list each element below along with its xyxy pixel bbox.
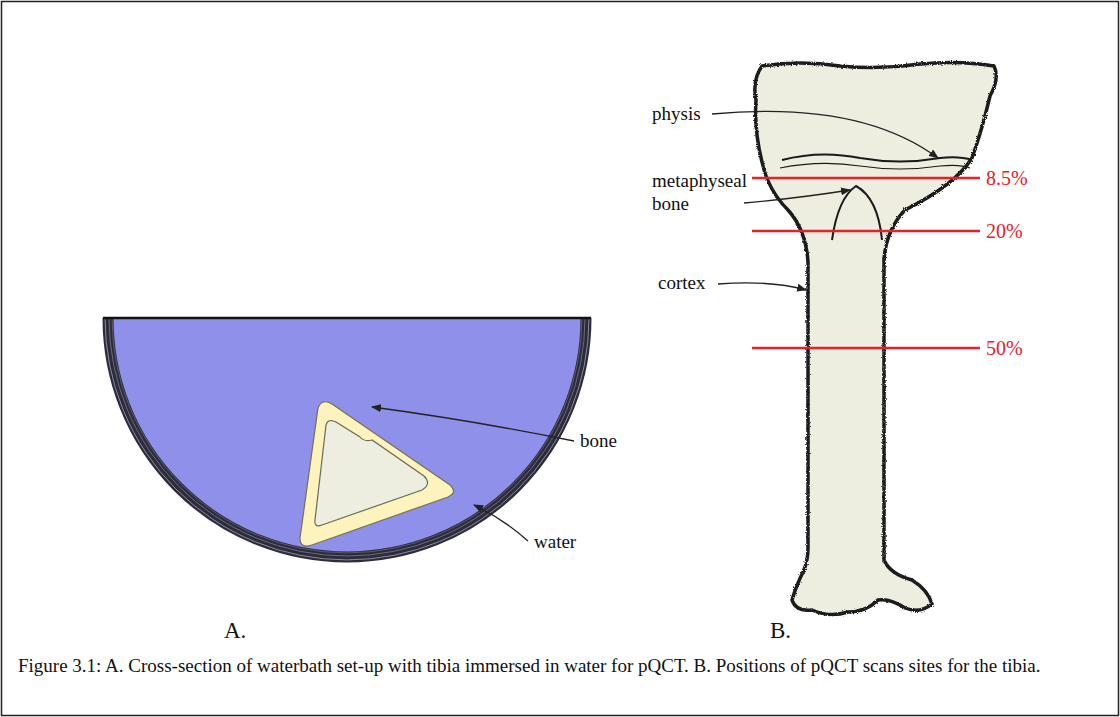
scan-percent: 50% — [986, 336, 1023, 360]
panel-letter: A. — [224, 617, 246, 645]
bone-cross-section — [300, 402, 454, 546]
part-label: water — [534, 531, 576, 554]
part-label: physis — [652, 103, 701, 126]
part-label: metaphyseal bone — [652, 170, 747, 216]
leader-line — [744, 190, 850, 203]
tibia — [755, 62, 996, 614]
leader-line — [474, 505, 528, 541]
figure-caption: Figure 3.1: A. Cross-section of waterbat… — [18, 654, 1103, 679]
scan-percent: 8.5% — [986, 166, 1028, 190]
panel-letter: B. — [770, 617, 791, 645]
part-label: bone — [580, 430, 617, 453]
leader-line — [372, 407, 574, 441]
scan-lines — [752, 178, 980, 348]
leader-line — [718, 283, 806, 290]
waterbath — [103, 318, 591, 560]
part-label: cortex — [658, 272, 705, 295]
scan-percent: 20% — [986, 219, 1023, 243]
leader-line — [712, 111, 938, 158]
